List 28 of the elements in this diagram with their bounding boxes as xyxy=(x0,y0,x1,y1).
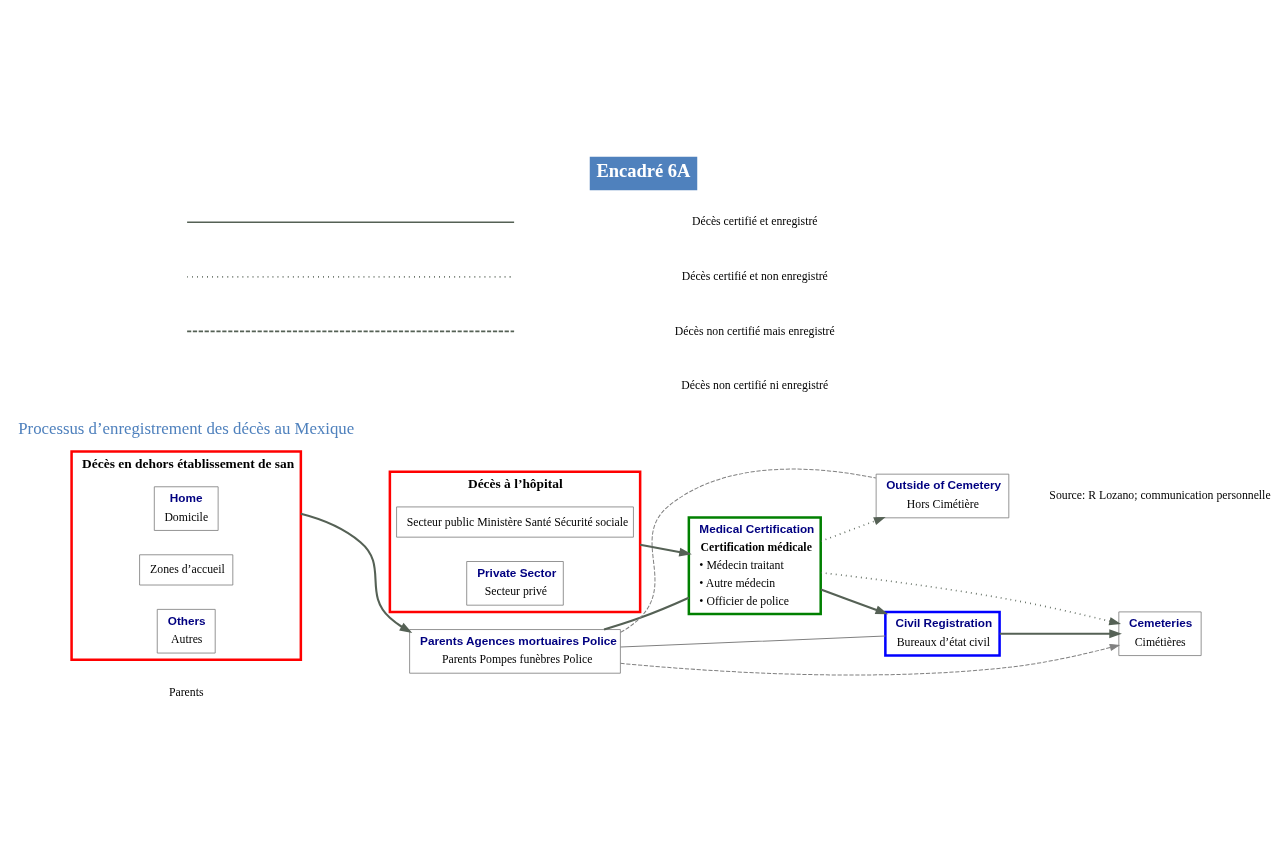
arrow xyxy=(820,588,889,614)
arrow xyxy=(620,643,1121,675)
node-box: Outside of Cemetery Hors Cimétière xyxy=(875,473,1010,518)
connector xyxy=(620,635,886,648)
connector xyxy=(603,596,690,630)
node-box: Zones d’accueil xyxy=(139,553,234,585)
label: Processus d’enregistrement des décès au Mexique xyxy=(18,418,355,438)
legend-label: Décès non certifié mais enregistré xyxy=(674,324,835,338)
node-box: Cemeteries Cimétières xyxy=(1118,611,1202,656)
arrow xyxy=(999,628,1122,638)
node-box: Private Sector Secteur privé xyxy=(466,560,564,606)
node-box: Secteur public Ministère Santé Sécurité sociale xyxy=(396,506,634,538)
arrow xyxy=(820,516,886,542)
label: Parents xyxy=(168,685,204,699)
diagram-title: Encadré 6A xyxy=(596,160,691,181)
node-box: Others Autres xyxy=(156,608,216,653)
node-box: Medical Certification Certification médicale • Médecin traitant • Autre médecin • Officier de police xyxy=(687,515,822,615)
legend-label: Décès certifié et non enregistré xyxy=(681,269,828,283)
node-box: Civil Registration Bureaux d’état civil xyxy=(884,610,1001,657)
caption: Source: R Lozano; communication personnelle xyxy=(1049,488,1271,502)
legend-label: Décès certifié et enregistré xyxy=(691,214,818,228)
node-box: Parents Agences mortuaires Police Parents Pompes funèbres Police xyxy=(409,628,621,674)
connector xyxy=(620,468,877,633)
arrow xyxy=(820,571,1121,625)
arrow xyxy=(639,543,692,556)
node-box: Home Domicile xyxy=(153,485,219,531)
arrow xyxy=(300,512,413,633)
legend-label: Décès non certifié ni enregistré xyxy=(681,378,829,392)
